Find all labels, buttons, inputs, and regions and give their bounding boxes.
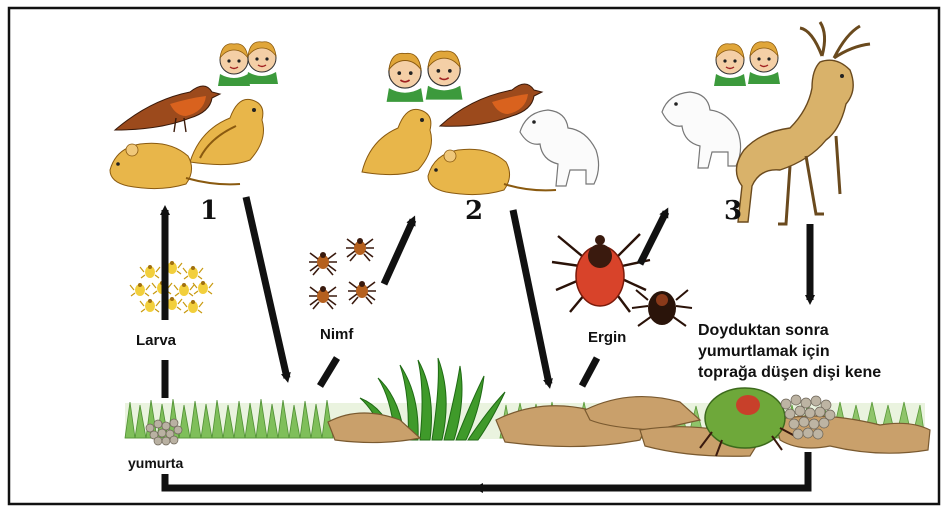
arrow-host2-to-ground <box>513 210 549 384</box>
arrow-bottom-return <box>165 452 808 488</box>
children-icon <box>714 42 780 86</box>
female-tick-note-line-2: yumurtlamak için <box>698 341 881 362</box>
arrow-adult-to-host3 <box>640 212 666 264</box>
children-icon <box>387 51 463 102</box>
stage-number-2: 2 <box>465 196 483 226</box>
host-group-1 <box>110 42 278 189</box>
stage-number-3: 3 <box>724 196 742 226</box>
arrow-nymph-to-host2 <box>384 220 413 284</box>
mouse-icon <box>428 149 556 194</box>
female-tick-note: Doyduktan sonra yumurtlamak için toprağa… <box>698 320 881 383</box>
dog-icon <box>662 92 741 168</box>
label-larva: Larva <box>136 332 176 349</box>
label-nymph: Nimf <box>320 326 353 343</box>
label-adult: Ergin <box>588 329 626 346</box>
host-group-3 <box>662 22 870 224</box>
arrow-ground-to-nymph <box>320 358 337 386</box>
bird-icon <box>115 86 220 132</box>
host-group-2 <box>362 51 599 195</box>
adult-ticks <box>552 234 692 326</box>
nymphs-cluster <box>309 238 376 309</box>
female-tick-note-line-3: toprağa düşen dişi kene <box>698 362 881 383</box>
female-tick-note-line-1: Doyduktan sonra <box>698 320 881 341</box>
children-icon <box>218 42 278 86</box>
arrow-ground-to-adult <box>582 358 597 386</box>
label-egg: yumurta <box>128 455 183 471</box>
stage-number-1: 1 <box>200 196 218 226</box>
dog-icon <box>520 110 599 186</box>
chipmunk-icon <box>362 109 432 174</box>
larvae-cluster <box>130 261 213 313</box>
arrow-host1-to-ground <box>246 197 287 378</box>
